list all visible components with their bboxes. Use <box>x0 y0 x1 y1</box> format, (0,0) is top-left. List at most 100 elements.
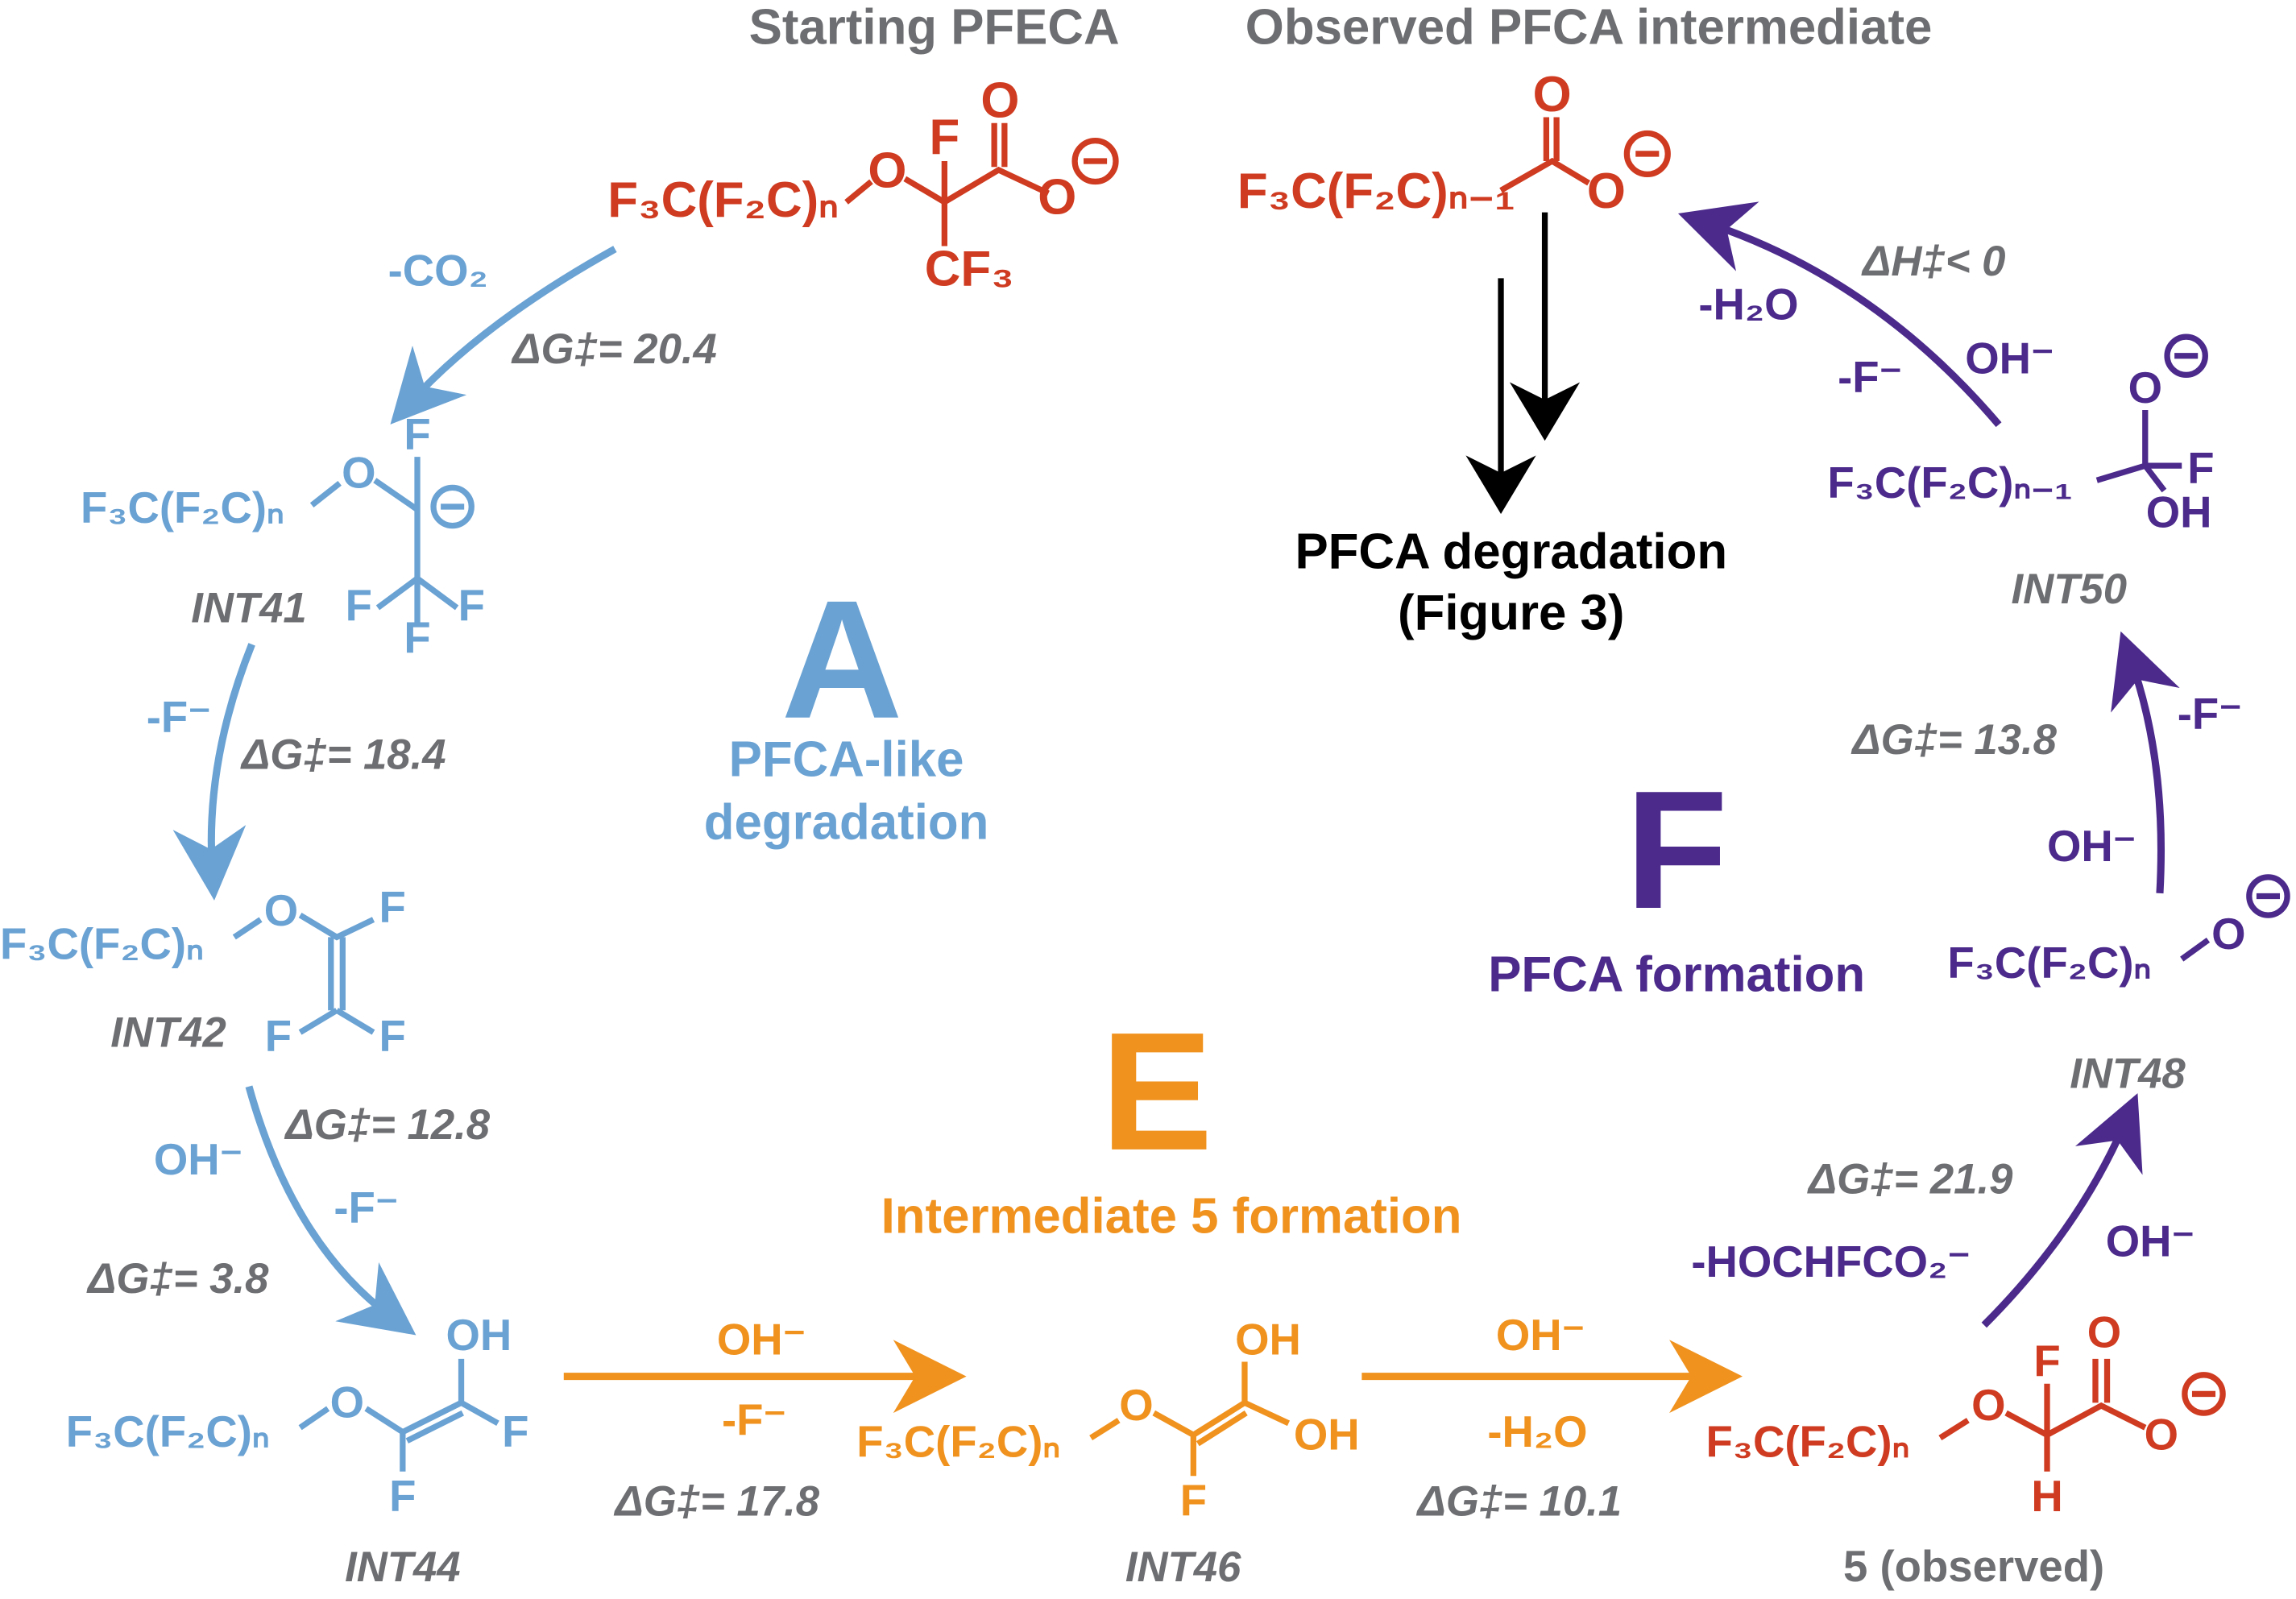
step-label: OH⁻ <box>1496 1311 1585 1360</box>
reaction-arrow-co2-loss <box>390 246 617 425</box>
observed-pfca-molecule: F₃C(F₂C)ₙ₋₁ O O <box>1237 67 1671 219</box>
svg-text:O: O <box>2087 1307 2121 1357</box>
svg-text:F: F <box>346 582 372 631</box>
reaction-arrow <box>172 643 255 901</box>
int42-label: INT42 <box>110 1009 226 1057</box>
step-label: OH⁻ <box>154 1135 243 1184</box>
section-f-title: PFCA formation <box>1488 947 1865 1003</box>
pfca-degradation-label: PFCA degradation <box>1295 524 1727 579</box>
step-label: OH⁻ <box>2047 822 2136 871</box>
section-a-title: PFCA-like <box>729 731 964 787</box>
svg-text:O: O <box>1119 1381 1153 1430</box>
svg-text:F₃C(F₂C)ₙ₋₁: F₃C(F₂C)ₙ₋₁ <box>1827 458 2072 507</box>
step-label: -CO₂ <box>388 246 488 296</box>
step-label: OH⁻ <box>2106 1217 2195 1266</box>
svg-text:F: F <box>404 614 430 663</box>
enthalpy-barrier: ΔH‡< 0 <box>1861 238 2006 285</box>
svg-text:F₃C(F₂C)ₙ: F₃C(F₂C)ₙ <box>0 920 204 969</box>
svg-text:O: O <box>868 143 906 199</box>
svg-text:F: F <box>379 1012 405 1061</box>
int41-label: INT41 <box>191 585 307 632</box>
step-label: -H₂O <box>1487 1407 1587 1456</box>
svg-text:O: O <box>1533 67 1572 122</box>
reaction-arrow <box>1677 201 2002 428</box>
step-label: -F⁻ <box>147 693 211 742</box>
negative-charge-icon <box>2182 1372 2226 1416</box>
reaction-arrow <box>1981 1093 2143 1328</box>
svg-text:F: F <box>265 1012 292 1061</box>
negative-charge-icon <box>1623 130 1671 178</box>
step-label: -F⁻ <box>722 1395 786 1444</box>
energy-barrier: ΔG‡= 10.1 <box>1415 1477 1622 1525</box>
reaction-arrow <box>2111 631 2180 894</box>
step-label: -F⁻ <box>2178 690 2242 739</box>
svg-text:F₃C(F₂C)ₙ: F₃C(F₂C)ₙ <box>66 1407 270 1456</box>
svg-text:O: O <box>980 72 1019 128</box>
figure-3-reference: (Figure 3) <box>1398 586 1624 641</box>
svg-text:OH: OH <box>2146 487 2212 536</box>
svg-text:F₃C(F₂C)ₙ: F₃C(F₂C)ₙ <box>81 483 284 532</box>
svg-text:O: O <box>2145 1411 2178 1460</box>
int48-molecule: F₃C(F₂C)ₙ O <box>1947 874 2290 988</box>
energy-barrier: ΔG‡= 13.8 <box>1850 716 2057 764</box>
title-observed-pfca: Observed PFCA intermediate <box>1245 0 1933 56</box>
step-label: OH⁻ <box>1965 334 2054 383</box>
section-a-letter: A <box>781 566 903 754</box>
svg-text:CF₃: CF₃ <box>925 242 1014 297</box>
energy-barrier: ΔG‡= 20.4 <box>511 325 717 373</box>
svg-text:O: O <box>2211 909 2245 959</box>
svg-text:F: F <box>379 883 405 932</box>
svg-text:F₃C(F₂C)ₙ: F₃C(F₂C)ₙ <box>1706 1418 1910 1467</box>
svg-text:O: O <box>342 448 375 497</box>
energy-barrier: ΔG‡= 18.4 <box>240 731 446 778</box>
step-label: -HOCHFCO₂⁻ <box>1691 1237 1971 1286</box>
svg-text:OH: OH <box>1294 1411 1360 1460</box>
step-label: OH⁻ <box>717 1315 806 1364</box>
svg-text:F₃C(F₂C)ₙ: F₃C(F₂C)ₙ <box>1947 938 2151 988</box>
int46-label: INT46 <box>1125 1543 1241 1591</box>
svg-text:O: O <box>2128 363 2162 412</box>
step-label: -F⁻ <box>334 1183 398 1232</box>
negative-charge-icon <box>1071 137 1119 185</box>
energy-barrier: ΔG‡= 3.8 <box>86 1255 269 1303</box>
negative-charge-icon <box>2246 874 2290 918</box>
compound-5-label: 5 (observed) <box>1843 1542 2104 1591</box>
negative-charge-icon <box>2164 333 2208 379</box>
svg-text:F₃C(F₂C)ₙ: F₃C(F₂C)ₙ <box>856 1418 1060 1467</box>
svg-text:OH: OH <box>446 1311 512 1360</box>
svg-text:O: O <box>330 1378 364 1427</box>
energy-barrier: ΔG‡= 21.9 <box>1807 1155 2013 1203</box>
svg-text:F: F <box>1180 1476 1207 1525</box>
svg-text:F: F <box>404 410 430 459</box>
svg-text:F: F <box>929 110 959 165</box>
section-e-letter: E <box>1100 998 1212 1186</box>
svg-text:F₃C(F₂C)ₙ: F₃C(F₂C)ₙ <box>607 172 839 228</box>
svg-text:F: F <box>389 1472 416 1521</box>
int41-molecule: F₃C(F₂C)ₙ O F F F F <box>81 410 485 663</box>
svg-text:H: H <box>2031 1472 2062 1521</box>
step-label: -F⁻ <box>1838 353 1902 402</box>
int48-label: INT48 <box>2070 1050 2186 1098</box>
title-starting-pfeca: Starting PFECA <box>749 0 1120 56</box>
section-f-letter: F <box>1625 756 1728 944</box>
svg-text:O: O <box>1038 169 1076 225</box>
svg-text:O: O <box>264 886 298 935</box>
svg-text:F: F <box>2187 444 2214 493</box>
svg-text:O: O <box>1971 1381 2005 1430</box>
reaction-arrow <box>245 1085 417 1336</box>
energy-barrier: ΔG‡= 17.8 <box>613 1477 819 1525</box>
negative-charge-icon <box>430 484 475 529</box>
int42-molecule: F₃C(F₂C)ₙ O F F F <box>0 883 406 1061</box>
section-a-title: degradation <box>704 795 989 851</box>
svg-text:O: O <box>1587 164 1626 219</box>
step-label: -H₂O <box>1698 280 1798 329</box>
int44-molecule: F₃C(F₂C)ₙ O OH F F <box>66 1311 529 1521</box>
svg-text:F₃C(F₂C)ₙ₋₁: F₃C(F₂C)ₙ₋₁ <box>1237 164 1515 219</box>
compound-5-molecule: F₃C(F₂C)ₙ O F O O H <box>1706 1307 2226 1521</box>
svg-text:F: F <box>2033 1337 2060 1386</box>
svg-text:F: F <box>502 1407 528 1456</box>
starting-pfeca-molecule: F₃C(F₂C)ₙ O F O O CF₃ <box>607 72 1119 297</box>
svg-text:F: F <box>458 582 485 631</box>
energy-barrier: ΔG‡= 12.8 <box>284 1101 490 1149</box>
